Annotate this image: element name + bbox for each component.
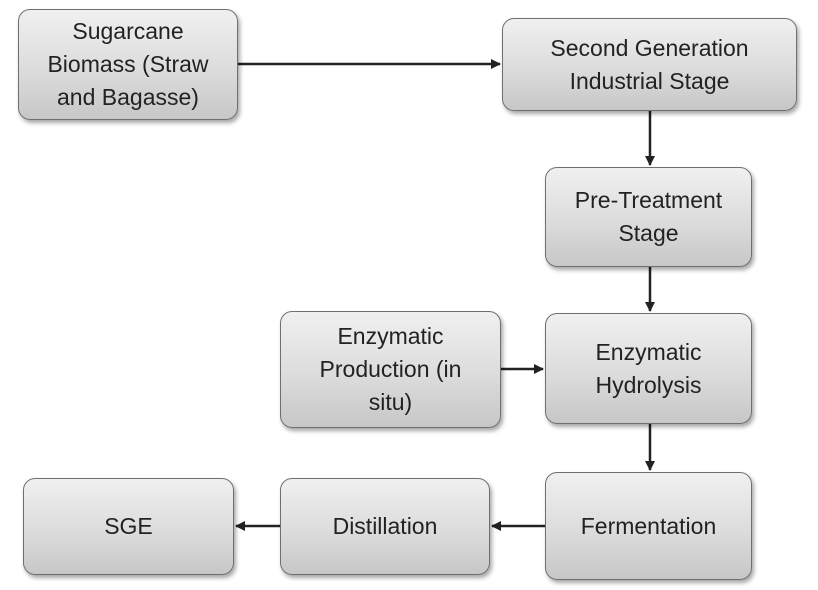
node-sugarcane-biomass: Sugarcane Biomass (Straw and Bagasse)	[18, 9, 238, 120]
node-sge: SGE	[23, 478, 234, 575]
node-distillation: Distillation	[280, 478, 490, 575]
node-pretreatment-stage: Pre-Treatment Stage	[545, 167, 752, 267]
node-second-generation-stage: Second Generation Industrial Stage	[502, 18, 797, 111]
node-enzymatic-hydrolysis: Enzymatic Hydrolysis	[545, 313, 752, 424]
node-fermentation: Fermentation	[545, 472, 752, 580]
node-enzymatic-production: Enzymatic Production (in situ)	[280, 311, 501, 428]
